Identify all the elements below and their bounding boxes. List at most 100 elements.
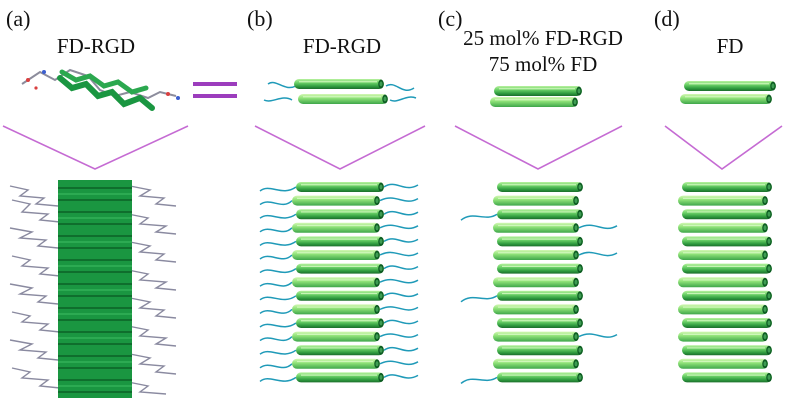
panel-title-a: FD-RGD [56, 34, 136, 58]
rgd-tail [460, 295, 498, 303]
connector-b [254, 125, 426, 170]
rgd-tail [460, 213, 498, 221]
rgd-tail [259, 349, 297, 355]
connector-c [454, 125, 623, 170]
rgd-tail [383, 210, 419, 216]
rgd-tail [385, 83, 415, 91]
rgd-tail [383, 319, 419, 325]
rod [497, 372, 583, 383]
rod [493, 195, 579, 206]
rod [296, 372, 384, 383]
rod [678, 222, 768, 233]
rod [497, 209, 583, 220]
rod [296, 236, 384, 247]
rod [497, 318, 583, 328]
equals-sign [193, 82, 237, 98]
rod [296, 263, 384, 274]
rod [678, 358, 768, 369]
rod [292, 358, 380, 369]
rod [296, 318, 384, 328]
rgd-tail [389, 96, 417, 102]
rgd-tail [259, 376, 297, 383]
rgd-tail [259, 200, 293, 206]
panel-label-b: (b) [247, 6, 273, 31]
panel-title-b: FD-RGD [302, 34, 382, 58]
panel-label-d: (d) [654, 6, 680, 31]
rod [497, 236, 583, 247]
rgd-tail [259, 213, 297, 219]
rgd-tail [267, 81, 297, 89]
rod [682, 209, 772, 220]
connector-d [664, 125, 783, 170]
rod [678, 250, 768, 260]
rgd-tail [379, 360, 419, 366]
panel-label-c: (c) [438, 6, 463, 31]
rgd-tail [259, 308, 293, 315]
rgd-tail [379, 278, 419, 284]
rod [680, 94, 772, 104]
rgd-tail [259, 254, 293, 260]
rgd-tail [259, 336, 293, 342]
rod [682, 182, 772, 192]
rod-stack-fd [678, 182, 772, 383]
rod [292, 195, 380, 206]
rgd-tail [578, 333, 618, 338]
rod [678, 331, 768, 342]
rod [678, 277, 768, 288]
rod [684, 81, 776, 91]
rod [497, 290, 583, 301]
rgd-tail [259, 227, 293, 233]
rod [296, 209, 384, 220]
md-simulation-stack [9, 178, 178, 398]
rgd-tail [379, 224, 419, 230]
rod [292, 277, 380, 288]
rod [493, 277, 579, 288]
rgd-tail [379, 306, 419, 311]
rod [682, 372, 772, 383]
rod [493, 222, 579, 233]
rgd-tail [263, 97, 293, 102]
rod [682, 263, 772, 274]
rgd-tail [259, 267, 297, 274]
rod [682, 236, 772, 247]
rod-pair-fd [680, 81, 776, 104]
rod-stack-fd-rgd [259, 182, 419, 383]
rgd-tail [259, 281, 293, 287]
rgd-tail [379, 251, 419, 257]
rgd-tail [379, 333, 419, 338]
rod [490, 97, 578, 107]
panel-title-c-line1: 25 mol% FD-RGD [463, 26, 623, 50]
panel-title-d: FD [716, 34, 744, 58]
rgd-tail [383, 374, 419, 379]
rod [682, 318, 772, 328]
rod-pair-mixed [490, 86, 582, 107]
rod [682, 345, 772, 356]
rgd-tail [259, 186, 297, 192]
rod [294, 79, 384, 89]
rod [497, 345, 583, 356]
rgd-tail [259, 240, 297, 247]
rgd-tail [383, 292, 419, 298]
panel-title-c-line2: 75 mol% FD [488, 52, 598, 76]
rgd-tail [578, 251, 618, 257]
rod [678, 195, 768, 206]
rod [292, 222, 380, 233]
rod [292, 250, 380, 260]
rgd-tail [383, 238, 419, 243]
rod [678, 304, 768, 315]
rgd-tail [383, 346, 419, 352]
rgd-tail [259, 363, 293, 369]
molecule-model [21, 68, 180, 111]
rod [296, 290, 384, 301]
rod [493, 304, 579, 315]
rod [497, 182, 583, 192]
rgd-tail [259, 295, 297, 301]
rgd-tail [379, 197, 419, 202]
rod [292, 304, 380, 315]
rod [292, 331, 380, 342]
rgd-tail [259, 322, 297, 328]
rod [493, 331, 579, 342]
rod-stack-mixed [460, 182, 618, 385]
